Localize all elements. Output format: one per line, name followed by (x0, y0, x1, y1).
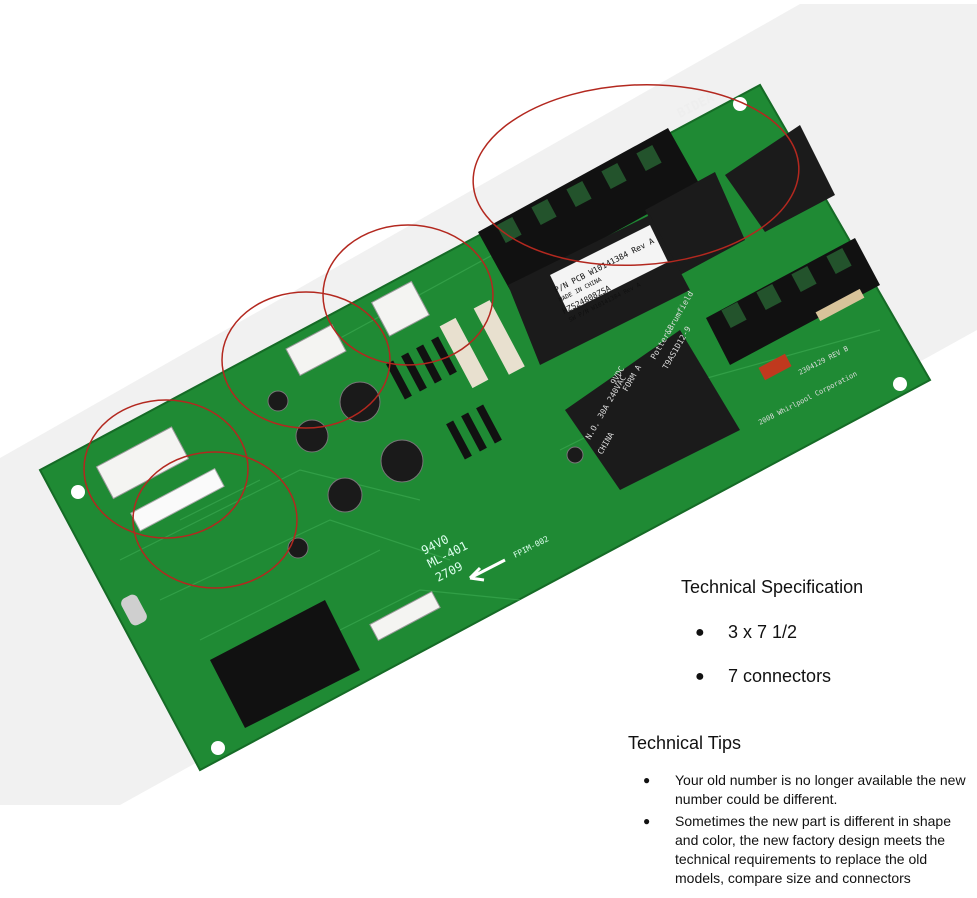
spec-title: Technical Specification (681, 577, 864, 597)
jumper-block (439, 317, 489, 389)
spec-list: ●3 x 7 1/2 ●7 connectors (681, 622, 971, 687)
connector-p8 (369, 590, 441, 642)
highlight-circles (83, 83, 800, 589)
bullet-icon: ● (695, 624, 705, 641)
diode-array (386, 336, 502, 460)
arrow-icon (468, 558, 506, 582)
highlight-circle-p6 (322, 224, 494, 366)
connector-p6 (370, 280, 430, 337)
capacitor (380, 439, 424, 483)
capacitor (287, 537, 309, 559)
tip-item: ●Sometimes the new part is different in … (643, 813, 952, 886)
connector-p7 (285, 323, 347, 377)
relay-top-right (725, 125, 835, 232)
capacitor (339, 381, 381, 423)
fuse (758, 353, 792, 381)
capacitor (267, 390, 289, 412)
tips-title: Technical Tips (628, 733, 742, 753)
tips-list: ●Your old number is no longer available … (628, 771, 973, 888)
connector-right-black (706, 238, 880, 365)
capacitor (566, 446, 584, 464)
highlight-circle-top-connector (472, 83, 800, 267)
bullet-icon: ● (695, 668, 705, 685)
relay-large-bottom (565, 330, 740, 490)
capacitor (295, 419, 329, 453)
technical-tips: Technical Tips ●Your old number is no lo… (628, 733, 973, 891)
spec-item: ●7 connectors (695, 666, 832, 686)
technical-specification: Technical Specification ●3 x 7 1/2 ●7 co… (681, 577, 971, 710)
capacitor (327, 477, 363, 513)
connector-p4 (210, 600, 360, 728)
highlight-circle-p5 (83, 399, 249, 539)
bullet-icon: ● (643, 814, 651, 828)
jumper-block (473, 300, 525, 375)
bullet-icon: ● (643, 773, 651, 787)
crystal (121, 594, 147, 626)
barcode-sticker (130, 467, 225, 532)
highlight-circle-p7 (221, 291, 391, 429)
resistor (815, 288, 865, 322)
highlight-circle-barcode (132, 451, 298, 589)
spec-item: ●3 x 7 1/2 (695, 622, 798, 642)
tip-item: ●Your old number is no longer available … (643, 772, 966, 807)
